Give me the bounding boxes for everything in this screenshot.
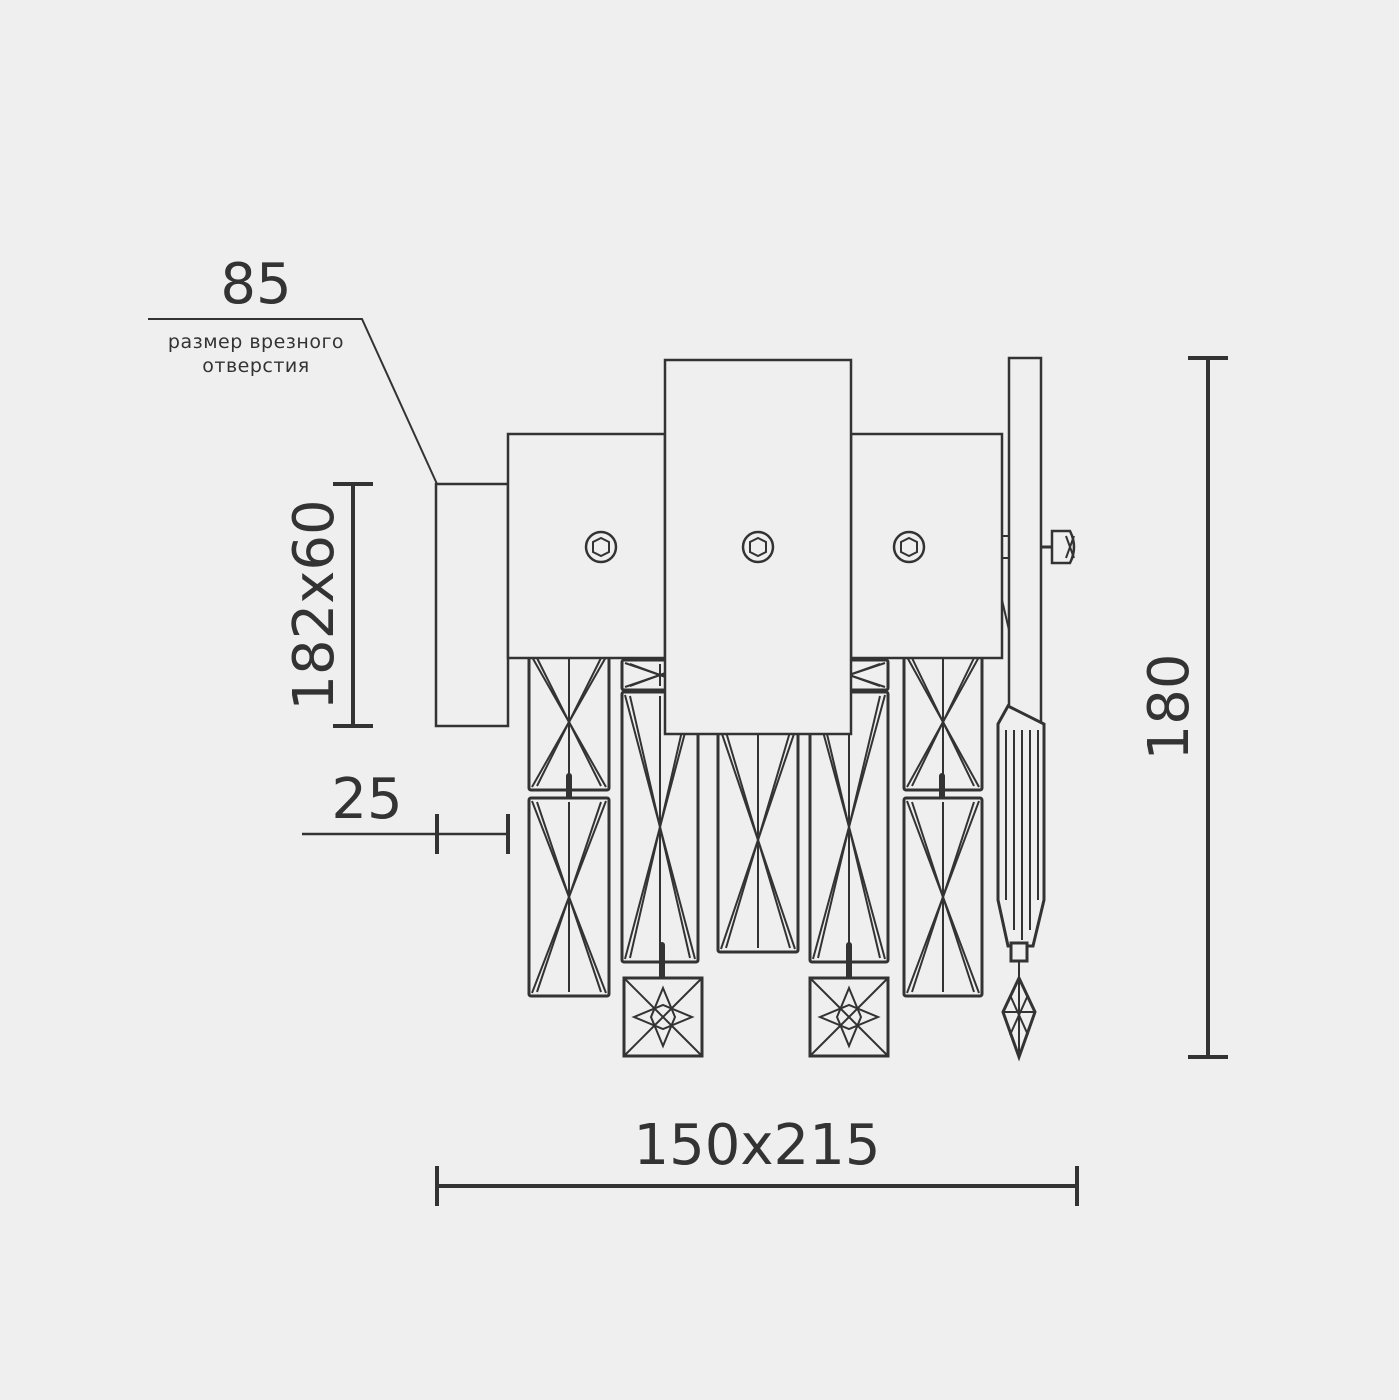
hole-diameter-label: 85 (220, 252, 291, 317)
hole-leader-line (148, 318, 438, 485)
wall-mount (434, 482, 510, 728)
height-dimension: 180 (1137, 356, 1228, 1059)
screw-right (892, 530, 926, 564)
height-label: 180 (1137, 654, 1202, 761)
center-plate (663, 358, 853, 736)
depth-offset-label: 25 (331, 767, 402, 832)
mount-size-dimension: 182x60 (282, 482, 373, 728)
mount-size-label: 182x60 (282, 499, 347, 710)
width-dimension: 150x215 (435, 1113, 1079, 1206)
width-depth-label: 150x215 (634, 1113, 881, 1178)
side-crystal (996, 704, 1046, 1062)
lamp-body (434, 356, 1076, 1062)
hole-caption-line1: размер врезного (168, 331, 344, 353)
hole-caption-line2: отверстия (202, 355, 309, 377)
depth-offset-dimension: 25 (302, 767, 510, 854)
hole-dimension: 85 размер врезного отверстия (148, 252, 438, 485)
screw-left (584, 530, 618, 564)
right-plate (849, 432, 1004, 660)
screw-center (741, 530, 775, 564)
side-knob (1041, 529, 1076, 565)
side-profile-rod (1007, 356, 1043, 734)
